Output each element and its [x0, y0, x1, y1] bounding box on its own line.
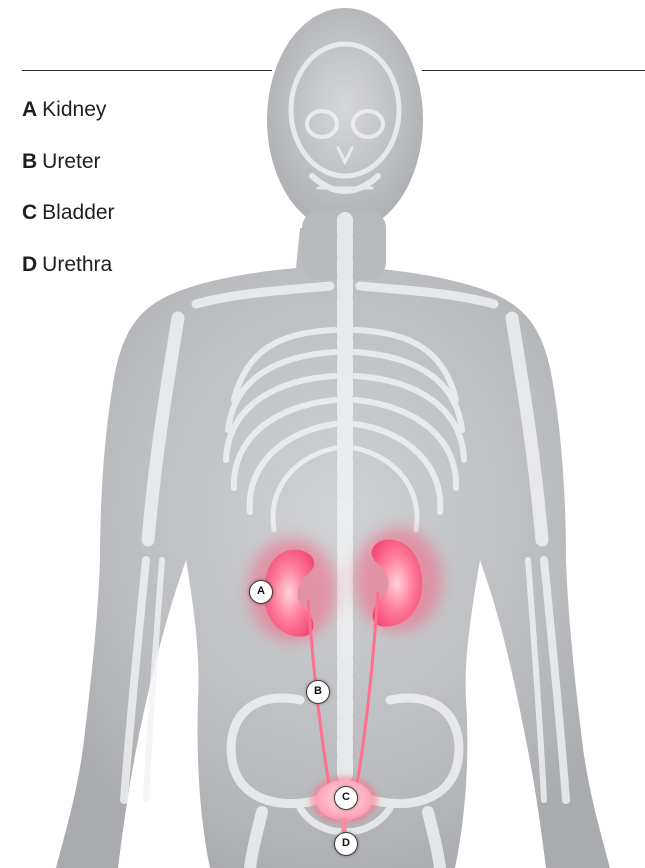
header-rule-right	[422, 70, 645, 71]
legend-label: Urethra	[42, 253, 112, 276]
legend-label: Ureter	[42, 150, 100, 173]
marker-bladder: C	[334, 786, 358, 810]
legend-item-urethra: DUrethra	[22, 251, 115, 303]
legend-item-bladder: CBladder	[22, 199, 115, 251]
legend-letter: D	[22, 253, 37, 276]
legend-label: Bladder	[42, 201, 114, 224]
marker-urethra: D	[334, 832, 358, 856]
legend-letter: C	[22, 201, 37, 224]
legend-label: Kidney	[42, 98, 106, 121]
legend: AKidney BUreter CBladder DUrethra	[22, 96, 115, 302]
legend-letter: A	[22, 98, 37, 121]
marker-ureter: B	[306, 680, 330, 704]
header-rule-left	[22, 70, 272, 71]
legend-item-kidney: AKidney	[22, 96, 115, 148]
legend-letter: B	[22, 150, 37, 173]
marker-kidney: A	[249, 580, 273, 604]
legend-item-ureter: BUreter	[22, 148, 115, 200]
